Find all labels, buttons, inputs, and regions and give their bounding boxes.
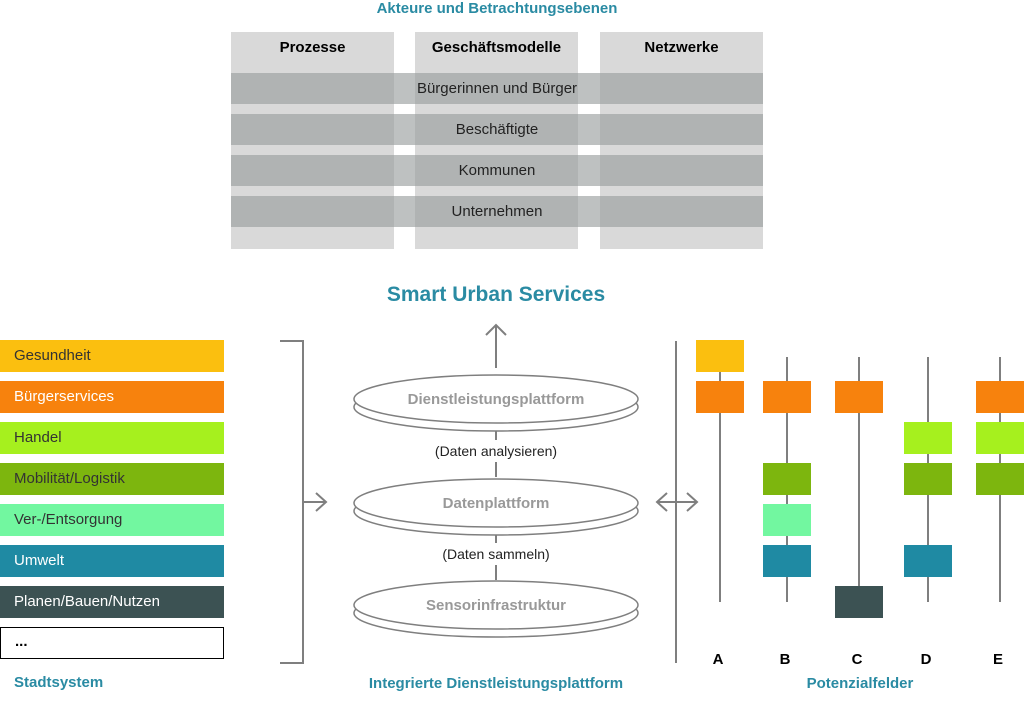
step-label-collect: (Daten sammeln) <box>442 546 549 562</box>
potential-field-box <box>835 586 883 618</box>
potential-fields-graph: A B C D E <box>696 340 1024 668</box>
potential-field-box <box>835 381 883 413</box>
platform-disc-sensor <box>353 580 639 638</box>
layer-label-service-platform: Dienstleistungsplattform <box>408 391 585 408</box>
double-arrow-right-head <box>686 492 699 512</box>
potential-field-box <box>696 340 744 372</box>
level-column-header: Geschäftsmodelle <box>431 39 562 56</box>
actor-label: Unternehmen <box>451 203 543 220</box>
arrow-up-head <box>485 323 507 336</box>
potential-field-box <box>763 463 811 495</box>
step-label-analyze: (Daten analysieren) <box>435 443 557 459</box>
main-title: Smart Urban Services <box>386 283 606 306</box>
city-system-item: Ver-/Entsorgung <box>0 504 224 536</box>
double-arrow-left-head <box>655 492 668 512</box>
potential-field-box <box>763 381 811 413</box>
actor-label: Kommunen <box>458 162 536 179</box>
level-column-header: Prozesse <box>279 39 346 56</box>
potential-field-letter: C <box>852 651 863 668</box>
potential-fields-label: Potenzialfelder <box>806 675 914 692</box>
potential-field-box <box>976 381 1024 413</box>
city-system-item: Gesundheit <box>0 340 224 372</box>
potential-field-box <box>696 381 744 413</box>
potential-field-box <box>763 545 811 577</box>
potential-field-box <box>904 545 952 577</box>
layer-label-data-platform: Datenplattform <box>443 495 550 512</box>
platform-disc-service <box>353 374 639 432</box>
potential-field-box <box>763 504 811 536</box>
potential-field-letter: B <box>780 651 791 668</box>
potential-field-letter: E <box>993 651 1003 668</box>
city-system-item: Bürgerservices <box>0 381 224 413</box>
arrow-to-platform-head <box>315 492 328 512</box>
potential-field-letter: A <box>713 651 724 668</box>
actor-label: Bürgerinnen und Bürger <box>416 80 578 97</box>
potential-field-box <box>976 463 1024 495</box>
actor-band <box>231 73 763 104</box>
actors-section-title: Akteure und Betrachtungsebenen <box>376 0 618 17</box>
platform-label: Integrierte Dienstleistungsplattform <box>368 675 624 692</box>
potential-field-box <box>904 422 952 454</box>
actor-band <box>231 155 763 186</box>
layer-label-sensor-infrastructure: Sensorinfrastruktur <box>426 597 566 614</box>
city-system-item: Handel <box>0 422 224 454</box>
city-system-item: Umwelt <box>0 545 224 577</box>
city-system-item: ... <box>0 627 224 659</box>
potential-field-box <box>904 463 952 495</box>
platform-disc-data <box>353 478 639 536</box>
city-system-item: Planen/Bauen/Nutzen <box>0 586 224 618</box>
city-system-bracket <box>280 340 304 664</box>
actor-band <box>231 196 763 227</box>
actor-label: Beschäftigte <box>455 121 539 138</box>
city-system-item: Mobilität/Logistik <box>0 463 224 495</box>
potential-field-letter: D <box>921 651 932 668</box>
city-system-label: Stadtsystem <box>14 674 104 691</box>
potential-field-box <box>976 422 1024 454</box>
level-column-header: Netzwerke <box>644 39 719 56</box>
actor-band <box>231 114 763 145</box>
